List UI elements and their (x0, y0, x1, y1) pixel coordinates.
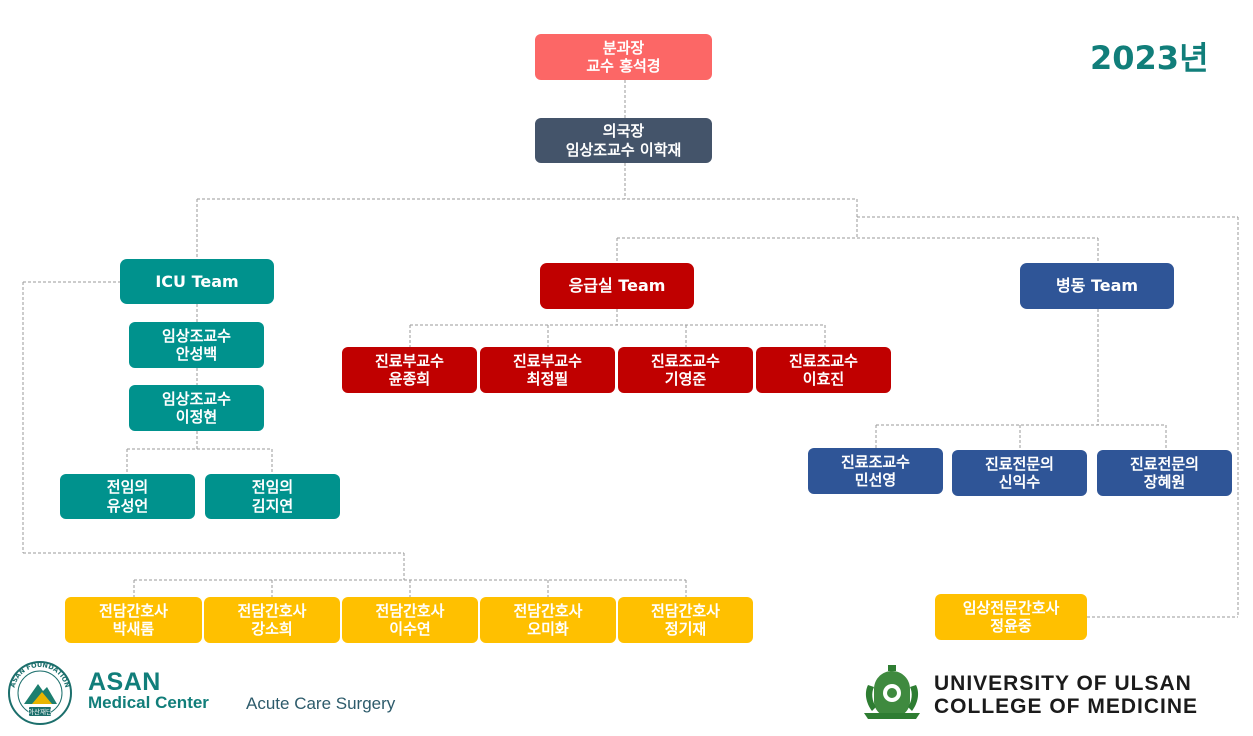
nurse-name: 박새롬 (112, 620, 155, 638)
er-team-node: 응급실 Team (540, 263, 694, 309)
nurse-title: 전담간호사 (237, 601, 307, 620)
member-name: 이정현 (175, 408, 218, 426)
icu-member-node: 임상조교수 안성백 (129, 322, 264, 368)
chief-title: 분과장 (602, 38, 645, 57)
ward-member-node: 진료조교수 민선영 (808, 448, 943, 494)
asan-foundation-kr: 아산재단 (28, 707, 52, 716)
fellow-title: 전임의 (106, 478, 149, 497)
icu-fellow-node: 전임의 유성언 (60, 474, 195, 519)
icu-team-label: ICU Team (155, 271, 239, 291)
nurse-title: 전담간호사 (513, 601, 583, 620)
icu-member-node: 임상조교수 이정현 (129, 385, 264, 431)
member-name: 신익수 (998, 473, 1041, 491)
asan-department: Acute Care Surgery (246, 694, 396, 713)
er-member-node: 진료조교수 기영준 (618, 347, 753, 393)
nurse-node: 전담간호사 이수연 (342, 597, 478, 643)
icu-fellow-node: 전임의 김지연 (205, 474, 340, 519)
year-label: 2023년 (1090, 39, 1209, 77)
ward-team-label: 병동 Team (1055, 276, 1139, 296)
member-title: 진료조교수 (840, 452, 910, 471)
member-title: 진료전문의 (984, 454, 1054, 473)
nurse-name: 정기재 (664, 620, 707, 638)
nurse-title: 전담간호사 (98, 601, 168, 620)
nurse-title: 전담간호사 (375, 601, 445, 620)
member-name: 기영준 (664, 370, 707, 388)
ward-member-node: 진료전문의 장혜원 (1097, 450, 1232, 496)
ulsan-university-name: UNIVERSITY OF ULSAN (934, 672, 1192, 695)
member-name: 이효진 (802, 370, 845, 388)
member-title: 진료부교수 (374, 351, 444, 370)
er-member-node: 진료부교수 윤종희 (342, 347, 477, 393)
member-name: 민선영 (854, 471, 897, 489)
ulsan-college-name: COLLEGE OF MEDICINE (934, 695, 1199, 718)
member-title: 임상조교수 (161, 389, 231, 408)
director-name: 임상조교수 이학재 (565, 140, 682, 159)
nurse-name: 이수연 (389, 620, 431, 638)
nurse-node: 전담간호사 강소희 (204, 597, 340, 643)
member-title: 진료조교수 (788, 351, 858, 370)
er-member-node: 진료조교수 이효진 (756, 347, 891, 393)
member-name: 최정필 (526, 370, 569, 388)
fellow-name: 유성언 (106, 496, 149, 515)
nurse-node: 전담간호사 정기재 (618, 597, 753, 643)
member-name: 윤종희 (388, 370, 431, 388)
member-title: 진료부교수 (512, 351, 582, 370)
nurse-node: 전담간호사 박새롬 (65, 597, 202, 643)
er-member-node: 진료부교수 최정필 (480, 347, 615, 393)
ward-team-node: 병동 Team (1020, 263, 1174, 309)
er-team-label: 응급실 Team (568, 276, 666, 296)
nurse-node: 전담간호사 오미화 (480, 597, 616, 643)
np-title: 임상전문간호사 (962, 598, 1060, 617)
nurse-title: 전담간호사 (650, 601, 720, 620)
ulsan-university-emblem (864, 665, 920, 719)
member-title: 진료조교수 (650, 351, 720, 370)
member-name: 장혜원 (1143, 473, 1186, 491)
np-node: 임상전문간호사 정윤중 (935, 594, 1087, 640)
chief-node: 분과장 교수 홍석경 (535, 34, 712, 80)
chief-name: 교수 홍석경 (586, 57, 661, 75)
ward-member-node: 진료전문의 신익수 (952, 450, 1087, 496)
fellow-title: 전임의 (251, 478, 294, 497)
asan-title: ASAN (88, 668, 161, 696)
member-title: 진료전문의 (1129, 454, 1199, 473)
member-title: 임상조교수 (161, 326, 231, 345)
np-name: 정윤중 (990, 617, 1032, 635)
asan-foundation-logo: 아산재단 ASAN FOUNDATION (8, 661, 72, 725)
director-title: 의국장 (602, 122, 645, 141)
icu-team-node: ICU Team (120, 259, 274, 304)
fellow-name: 김지연 (251, 496, 294, 515)
director-node: 의국장 임상조교수 이학재 (535, 118, 712, 163)
nurse-name: 오미화 (527, 620, 569, 638)
member-name: 안성백 (175, 345, 218, 363)
nurse-name: 강소희 (251, 620, 293, 638)
asan-subtitle: Medical Center (88, 693, 209, 712)
